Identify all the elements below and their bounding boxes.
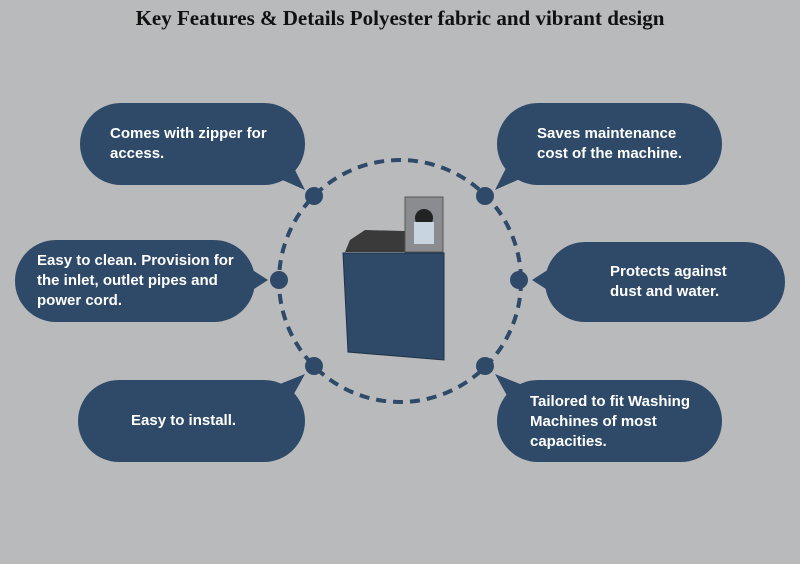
bubble-top-left xyxy=(80,103,305,190)
bubble-mid-left xyxy=(15,240,268,322)
bubble-top-right xyxy=(495,103,722,190)
washing-machine-image xyxy=(342,196,445,361)
feature-text: Easy to install. xyxy=(131,412,237,429)
feature-text: Easy to clean. Provision for the inlet, … xyxy=(37,252,234,309)
bubble-bottom-right xyxy=(495,374,722,462)
page-title: Key Features & Details Polyester fabric … xyxy=(135,6,665,30)
feature-text: Saves maintenance cost of the machine. xyxy=(537,125,683,162)
ring-dots xyxy=(270,187,528,375)
bubble-bottom-left xyxy=(78,374,305,462)
feature-text: Protects against dust and water. xyxy=(610,263,727,300)
feature-text: Comes with zipper for access. xyxy=(110,125,267,162)
bubble-mid-right xyxy=(532,242,785,322)
feature-text: Tailored to fit Washing Machines of most… xyxy=(530,393,690,450)
